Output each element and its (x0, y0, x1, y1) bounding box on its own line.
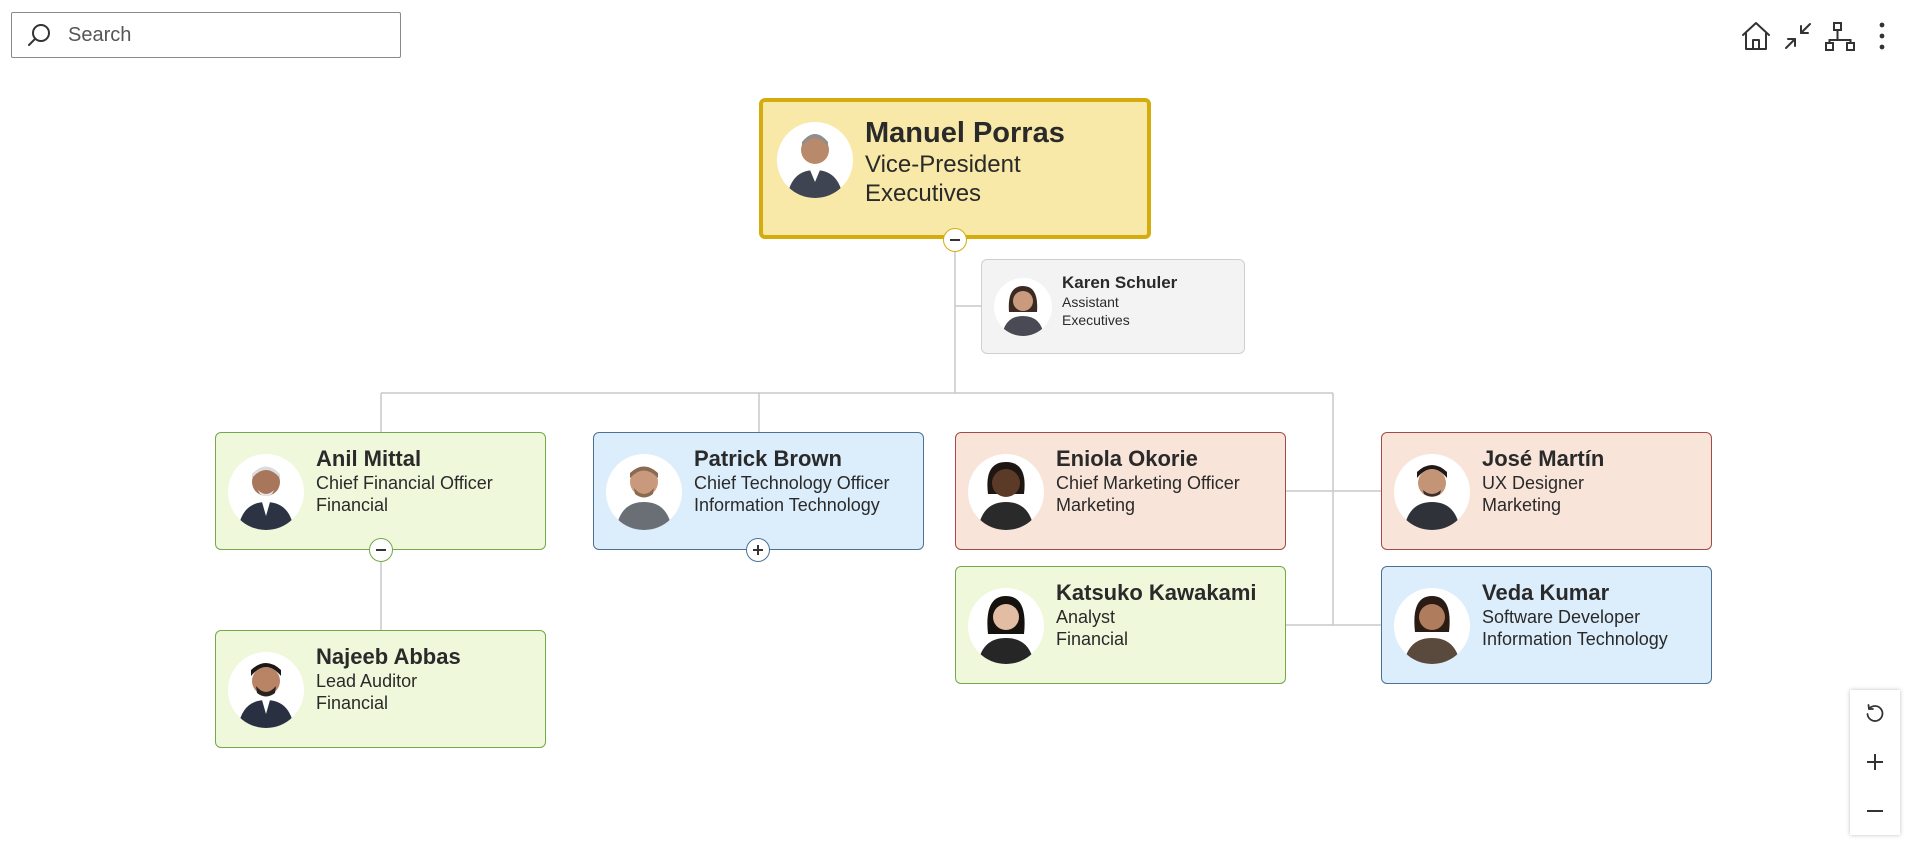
node-name: Najeeb Abbas (316, 644, 461, 669)
layout-button[interactable] (1824, 18, 1856, 54)
node-title: Analyst (1056, 607, 1116, 627)
avatar (228, 652, 304, 728)
person-icon (1002, 286, 1044, 336)
person-icon (978, 596, 1034, 664)
node-name: Anil Mittal (316, 446, 422, 471)
node-patrick-brown[interactable]: Patrick Brown Chief Technology Officer I… (593, 432, 924, 550)
person-icon (787, 134, 843, 198)
person-icon (616, 466, 672, 530)
avatar (777, 122, 853, 198)
avatar (968, 454, 1044, 530)
node-info: Patrick Brown Chief Technology Officer I… (694, 446, 889, 516)
zoom-controls (1850, 690, 1900, 835)
node-info: Anil Mittal Chief Financial Officer Fina… (316, 446, 493, 516)
node-info: Veda Kumar Software Developer Informatio… (1482, 580, 1668, 650)
node-anil-mittal[interactable]: Anil Mittal Chief Financial Officer Fina… (215, 432, 546, 550)
search-field[interactable] (11, 12, 401, 58)
node-title: Vice-President (865, 151, 1021, 178)
node-title: UX Designer (1482, 473, 1585, 493)
node-name: Karen Schuler (1062, 273, 1178, 292)
collapse-toggle[interactable] (369, 538, 393, 562)
node-department: Marketing (1482, 495, 1562, 515)
zoom-in-icon (1867, 754, 1883, 771)
person-icon (238, 466, 294, 530)
home-icon (1742, 22, 1770, 50)
node-department: Marketing (1056, 495, 1136, 515)
reset-view-button[interactable] (1850, 690, 1900, 738)
node-department: Executives (1062, 312, 1130, 328)
node-info: Karen Schuler Assistant Executives (1062, 272, 1177, 329)
zoom-in-button[interactable] (1850, 738, 1900, 786)
node-title: Chief Financial Officer (316, 473, 493, 493)
minus-icon (950, 239, 960, 241)
more-vertical-icon (1879, 22, 1885, 50)
node-department: Financial (316, 693, 389, 713)
search-icon (28, 24, 50, 46)
person-icon (1404, 465, 1460, 530)
node-jose-martin[interactable]: José Martín UX Designer Marketing (1381, 432, 1712, 550)
node-name: Patrick Brown (694, 446, 842, 471)
node-katsuko-kawakami[interactable]: Katsuko Kawakami Analyst Financial (955, 566, 1286, 684)
node-title: Lead Auditor (316, 671, 418, 691)
avatar (1394, 588, 1470, 664)
node-name: Veda Kumar (1482, 580, 1610, 605)
node-manuel-porras[interactable]: Manuel Porras Vice-President Executives (759, 98, 1151, 239)
avatar (228, 454, 304, 530)
node-title: Software Developer (1482, 607, 1641, 627)
reset-icon (1866, 704, 1884, 723)
node-department: Executives (865, 180, 982, 207)
node-name: Katsuko Kawakami (1056, 580, 1257, 605)
collapse-toggle[interactable] (943, 228, 967, 252)
collapse-icon (1785, 23, 1811, 49)
node-department: Financial (316, 495, 389, 515)
node-name: Manuel Porras (865, 117, 1065, 149)
avatar (1394, 454, 1470, 530)
node-info: Eniola Okorie Chief Marketing Officer Ma… (1056, 446, 1240, 516)
minus-icon (376, 549, 386, 551)
node-title: Chief Technology Officer (694, 473, 890, 493)
node-info: José Martín UX Designer Marketing (1482, 446, 1604, 516)
node-title: Assistant (1062, 294, 1119, 310)
node-karen-schuler[interactable]: Karen Schuler Assistant Executives (981, 259, 1245, 354)
node-info: Najeeb Abbas Lead Auditor Financial (316, 644, 461, 714)
node-eniola-okorie[interactable]: Eniola Okorie Chief Marketing Officer Ma… (955, 432, 1286, 550)
plus-icon (753, 545, 763, 555)
person-icon (1404, 596, 1460, 664)
person-icon (238, 663, 294, 728)
node-name: Eniola Okorie (1056, 446, 1198, 471)
toolbar (1740, 18, 1898, 54)
home-button[interactable] (1740, 18, 1772, 54)
avatar (606, 454, 682, 530)
avatar (968, 588, 1044, 664)
zoom-out-button[interactable] (1850, 787, 1900, 835)
search-input[interactable] (66, 22, 370, 48)
node-department: Information Technology (1482, 629, 1668, 649)
avatar (994, 278, 1052, 336)
node-najeeb-abbas[interactable]: Najeeb Abbas Lead Auditor Financial (215, 630, 546, 748)
node-info: Manuel Porras Vice-President Executives (865, 116, 1065, 208)
node-name: José Martín (1482, 446, 1605, 471)
person-icon (978, 462, 1034, 530)
zoom-out-icon (1867, 809, 1883, 812)
org-layout-icon (1825, 22, 1855, 51)
collapse-button[interactable] (1782, 18, 1814, 54)
node-department: Financial (1056, 629, 1129, 649)
node-veda-kumar[interactable]: Veda Kumar Software Developer Informatio… (1381, 566, 1712, 684)
more-button[interactable] (1866, 18, 1898, 54)
node-info: Katsuko Kawakami Analyst Financial (1056, 580, 1257, 650)
node-title: Chief Marketing Officer (1056, 473, 1240, 493)
node-department: Information Technology (694, 495, 880, 515)
expand-toggle[interactable] (746, 538, 770, 562)
